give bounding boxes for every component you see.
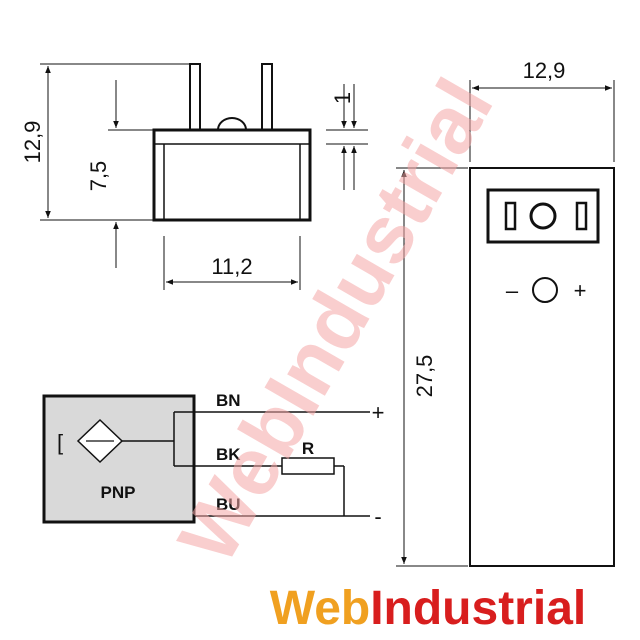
side-body [152, 128, 312, 222]
connector-pin-left [504, 201, 517, 231]
dim-body-height: 7,5 [86, 161, 111, 192]
dim-tab-thickness: 1 [330, 92, 355, 104]
dim-side-width: 11,2 [211, 254, 252, 279]
supply-minus: - [374, 504, 381, 529]
brand-web-text: Web [270, 582, 370, 635]
pin-left [189, 63, 201, 131]
sensor-dome [217, 117, 247, 131]
dim-front-height: 27,5 [412, 355, 437, 398]
sensor-box [42, 394, 196, 524]
dim-front-width: 12,9 [523, 58, 566, 83]
sensor-type-label: PNP [101, 483, 136, 502]
wire-bn-label: BN [216, 391, 241, 410]
supply-plus: + [372, 400, 385, 425]
resistor-label: R [302, 439, 314, 458]
sensor-bracket: [ [57, 430, 63, 455]
side-view [152, 63, 312, 222]
led-plus: + [574, 278, 587, 303]
wire-bu-label: BU [216, 495, 241, 514]
wiring-diagram [42, 394, 370, 524]
front-view [469, 167, 615, 567]
wire-bk-label: BK [216, 445, 241, 464]
pin-right [261, 63, 273, 131]
side-dimensions [40, 63, 368, 290]
led-indicator [532, 277, 558, 303]
led-minus: – [506, 278, 519, 303]
brand-logo: WebIndustrial [270, 582, 586, 635]
connector-center [529, 202, 557, 230]
connector-pin-right [575, 201, 588, 231]
front-dimensions [396, 80, 615, 567]
brand-industrial-text: Industrial [370, 582, 586, 635]
dim-side-height: 12,9 [20, 121, 45, 164]
